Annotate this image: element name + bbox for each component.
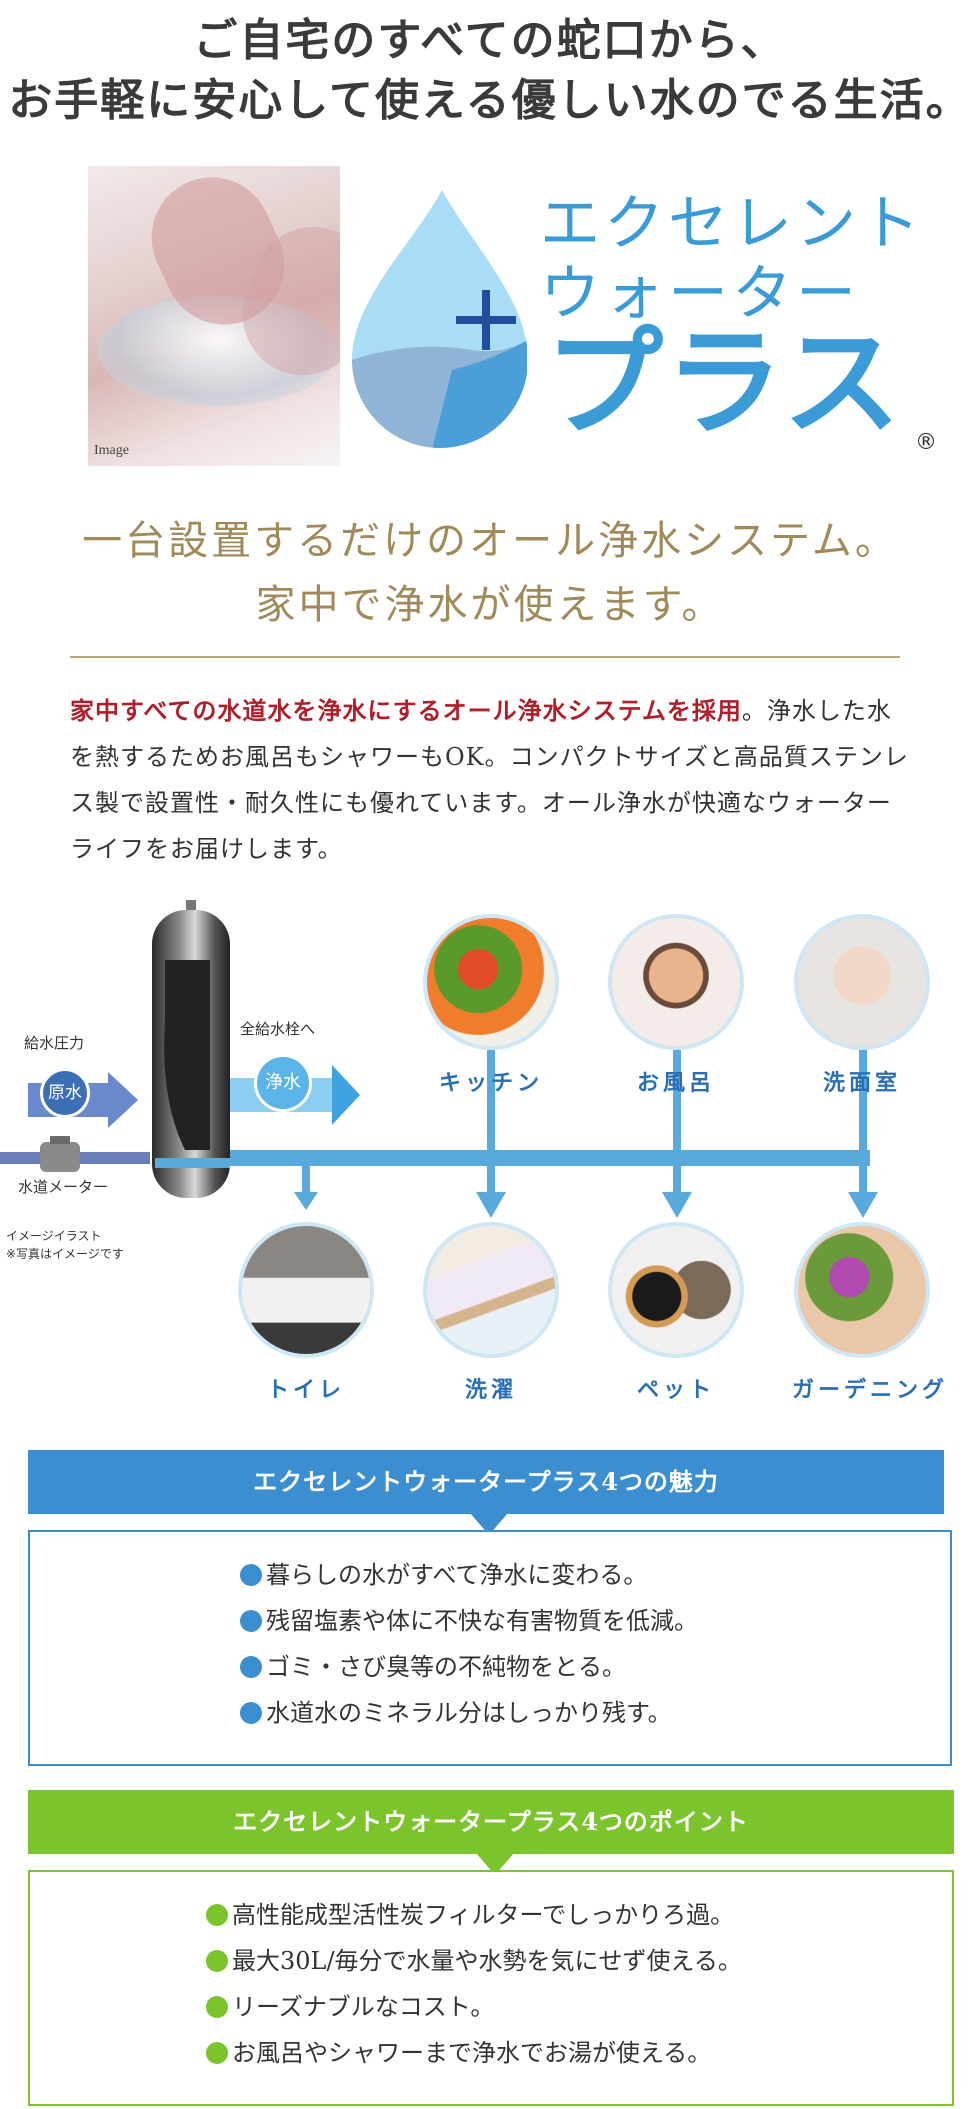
photo-caption: Image <box>94 443 129 458</box>
water-drop-icon <box>352 190 527 448</box>
appeal-item: 水道水のミネラル分はしっかり残す。 <box>240 1690 698 1736</box>
face-wash-photo <box>794 914 930 1050</box>
body-highlight: 家中すべての水道水を浄水にするオール浄水システムを採用 <box>70 696 742 725</box>
points-pointer <box>476 1853 514 1875</box>
bullet-dot-icon <box>240 1656 262 1678</box>
bullet-dot-icon <box>206 1996 228 2018</box>
body-rest: 。浄水した水を熱するためお風呂もシャワーもOK。コンパクトサイズと高品質ステンレ… <box>70 697 909 863</box>
brand-line2: ウォーター <box>540 259 860 329</box>
use-label-washroom: 洗面室 <box>822 1070 901 1096</box>
tagline-line2: 家中で浄水が使えます。 <box>255 582 725 628</box>
appeal-item: 暮らしの水がすべて浄水に変わる。 <box>240 1552 698 1598</box>
tagline-line1: 一台設置するだけのオール浄水システム。 <box>82 518 898 564</box>
use-label-gardening: ガーデニング <box>791 1377 948 1403</box>
note-line2: ※写真はイメージです <box>6 1247 124 1261</box>
use-label-kitchen: キッチン <box>438 1070 543 1096</box>
bullet-dot-icon <box>206 1904 228 1926</box>
body-paragraph: 家中すべての水道水を浄水にするオール浄水システムを採用。浄水した水を熱するためお… <box>70 688 910 872</box>
headline-line1: ご自宅のすべての蛇口から、 <box>193 15 787 66</box>
raw-water-badge: 原水 <box>40 1068 90 1118</box>
supply-pressure-label: 給水圧力 <box>24 1034 85 1052</box>
use-label-bath: お風呂 <box>636 1070 715 1096</box>
flowers-photo <box>794 1222 930 1358</box>
toilet-photo <box>238 1222 374 1358</box>
bullet-dot-icon <box>206 2042 228 2064</box>
headline-line2: お手軽に安心して使える優しい水のでる生活。 <box>8 75 972 126</box>
bath-child-photo <box>608 914 744 1050</box>
appeal-pointer <box>470 1513 508 1535</box>
brand-line1: エクセレント <box>540 189 924 259</box>
water-meter-label: 水道メーター <box>18 1178 109 1196</box>
appeal-box: 暮らしの水がすべて浄水に変わる。 残留塩素や体に不快な有害物質を低減。 ゴミ・さ… <box>28 1530 952 1766</box>
points-item: リーズナブルなコスト。 <box>206 1984 742 2030</box>
pets-photo <box>608 1222 744 1358</box>
points-item: 高性能成型活性炭フィルターでしっかりろ過。 <box>206 1892 742 1938</box>
brand-line3: プラス <box>545 314 903 452</box>
registered-mark: ® <box>915 430 937 455</box>
to-all-taps-label: 全給水栓へ <box>240 1020 316 1038</box>
bullet-dot-icon <box>240 1702 262 1724</box>
water-system-diagram: 原水 浄水 給水圧力 水道メーター 全給水栓へ イメージイラスト ※写真はイメー… <box>0 900 980 1420</box>
use-label-toilet: トイレ <box>266 1377 345 1403</box>
points-item: お風呂やシャワーまで浄水でお湯が使える。 <box>206 2030 742 2076</box>
use-label-pets: ペット <box>636 1377 715 1403</box>
purified-badge: 浄水 <box>254 1054 312 1112</box>
bullet-dot-icon <box>206 1950 228 1972</box>
vegetables-photo <box>423 914 559 1050</box>
appeal-banner: エクセレントウォータープラス4つの魅力 <box>28 1450 944 1514</box>
bullet-dot-icon <box>240 1610 262 1632</box>
points-banner: エクセレントウォータープラス4つのポイント <box>28 1790 954 1854</box>
points-box: 高性能成型活性炭フィルターでしっかりろ過。 最大30L/毎分で水量や水勢を気にせ… <box>28 1870 954 2106</box>
bullet-dot-icon <box>240 1564 262 1586</box>
hands-in-water-photo <box>88 166 340 466</box>
points-item: 最大30L/毎分で水量や水勢を気にせず使える。 <box>206 1938 742 1984</box>
appeal-item: 残留塩素や体に不快な有害物質を低減。 <box>240 1598 698 1644</box>
note-line1: イメージイラスト <box>6 1229 102 1243</box>
laundry-photo <box>423 1222 559 1358</box>
use-label-laundry: 洗濯 <box>464 1377 517 1403</box>
divider <box>70 656 900 658</box>
appeal-item: ゴミ・さび臭等の不純物をとる。 <box>240 1644 698 1690</box>
